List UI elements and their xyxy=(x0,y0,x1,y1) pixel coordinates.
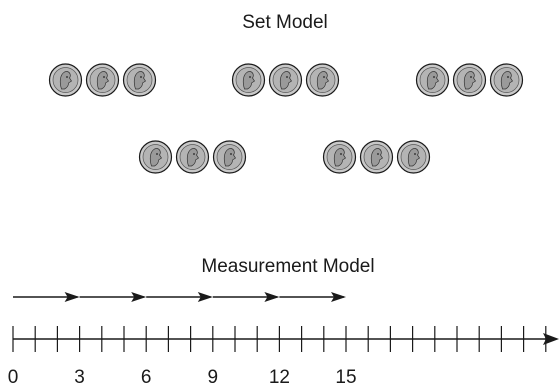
quarter-coin-icon xyxy=(489,63,524,97)
jump-arrow xyxy=(79,292,147,302)
quarter-coin-icon xyxy=(396,140,431,174)
tick-label: 0 xyxy=(8,367,19,385)
tick-label: 12 xyxy=(269,367,290,385)
jump-arrow xyxy=(13,292,80,302)
arrowhead-icon xyxy=(64,292,80,302)
arrowhead-icon xyxy=(331,292,346,302)
measurement-model-title: Measurement Model xyxy=(201,256,374,277)
tick-label: 6 xyxy=(141,367,152,385)
tick-label: 3 xyxy=(74,367,85,385)
jump-arrow xyxy=(279,292,346,302)
jump-arrows xyxy=(13,292,346,302)
arrowhead-icon xyxy=(131,292,147,302)
jump-arrow xyxy=(146,292,213,302)
quarter-coin-icon xyxy=(175,140,210,174)
quarter-coin-icon xyxy=(305,63,340,97)
tick-label: 9 xyxy=(208,367,219,385)
tick-label: 15 xyxy=(335,367,356,385)
quarter-coin-icon xyxy=(359,140,394,174)
arrowhead-icon xyxy=(197,292,213,302)
quarter-coin-icon xyxy=(138,140,173,174)
quarter-coin-icon xyxy=(415,63,450,97)
coin-groups xyxy=(48,63,524,174)
arrowhead-icon xyxy=(264,292,280,302)
quarter-coin-icon xyxy=(231,63,266,97)
quarter-coin-icon xyxy=(85,63,120,97)
quarter-coin-icon xyxy=(452,63,487,97)
quarter-coin-icon xyxy=(122,63,157,97)
quarter-coin-icon xyxy=(48,63,83,97)
quarter-coin-icon xyxy=(212,140,247,174)
quarter-coin-icon xyxy=(268,63,303,97)
arrow-right-icon xyxy=(543,333,559,345)
number-line: 0 3 6 9 12 15 xyxy=(8,326,559,385)
set-model-title: Set Model xyxy=(242,12,328,33)
jump-arrow xyxy=(212,292,280,302)
quarter-coin-icon xyxy=(322,140,357,174)
